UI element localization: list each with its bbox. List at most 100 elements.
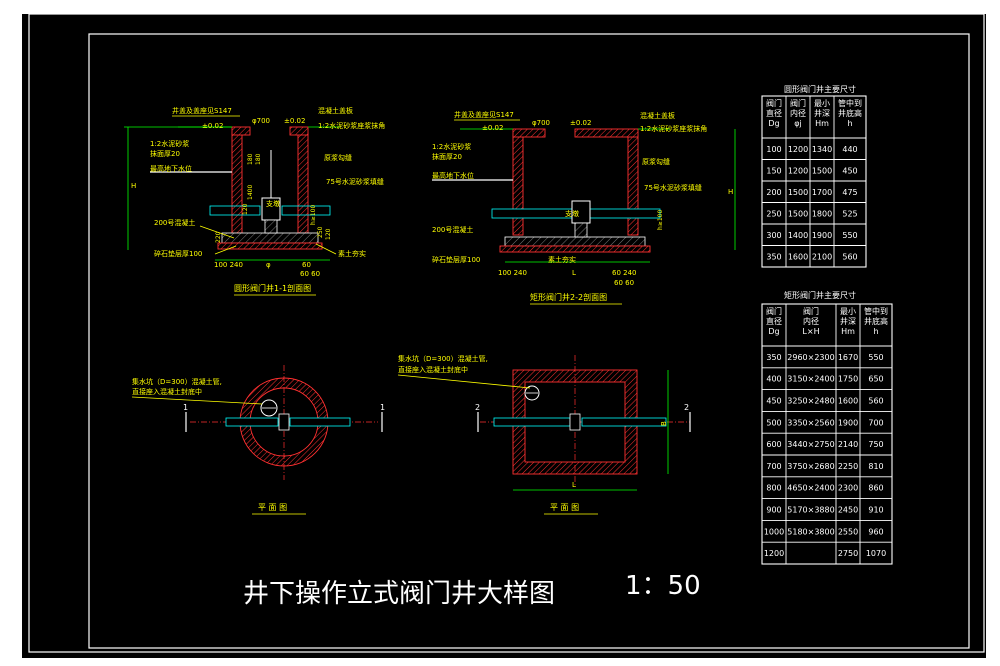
pipe-2-left bbox=[491, 208, 573, 219]
table-rect-cell: 3750×2680 bbox=[787, 462, 834, 471]
label-mortar-seat: 1:2水泥砂浆座浆抹角 bbox=[318, 121, 385, 130]
section-mark-right-2: 2 bbox=[684, 403, 689, 412]
table-rect-header: 井底高 bbox=[864, 316, 888, 326]
dim-120b: 120 bbox=[325, 228, 332, 240]
caption-section-1: 圆形阀门井1-1剖面图 bbox=[234, 283, 311, 293]
drawing-scale: 1：50 bbox=[625, 571, 701, 601]
label-support-2: 支墩 bbox=[565, 209, 579, 218]
label-joint-2: 原浆勾缝 bbox=[642, 157, 670, 166]
plan1-note1: 集水坑（D=300）混凝土管, bbox=[132, 377, 222, 386]
table-round-header: 内径 bbox=[790, 108, 806, 118]
table-round-cell: 100 bbox=[766, 145, 781, 154]
label-plaster-2: 1:2水泥砂浆 bbox=[432, 142, 471, 151]
table-rect-cell: 810 bbox=[868, 462, 883, 471]
support-pier-2 bbox=[574, 222, 588, 238]
plan2-dim-L: L bbox=[572, 481, 576, 489]
table-rect-title: 矩形阀门井主要尺寸 bbox=[784, 290, 856, 300]
plan-round: 1 1 集水坑（D=300）混凝土管, 直接座入混凝土封底中 平 面 图 bbox=[131, 365, 385, 515]
cover-slab-2-right bbox=[574, 128, 639, 138]
label-dia-2: φ700 bbox=[532, 119, 550, 127]
label-fill-2: 素土夯实 bbox=[548, 255, 576, 264]
table-rect-cell: 600 bbox=[766, 440, 781, 449]
table-rect-header: 阀门 bbox=[766, 306, 782, 316]
table-round-title: 圆形阀门井主要尺寸 bbox=[784, 84, 856, 94]
table-rect-cell: 1900 bbox=[838, 418, 858, 427]
dim-h-2: H bbox=[728, 188, 733, 196]
table-round-cell: 550 bbox=[842, 231, 857, 240]
caption-plan-2: 平 面 图 bbox=[550, 503, 579, 512]
section-1-1: H 180 180 1400 120 220 250 120 h≥100 100… bbox=[124, 106, 385, 296]
plan2-valve bbox=[569, 413, 581, 431]
table-rect-cell: 2450 bbox=[838, 506, 858, 515]
table-rect-cell: 560 bbox=[868, 397, 883, 406]
plan1-note2: 直接座入混凝土封底中 bbox=[132, 387, 202, 396]
table-round-header: 直径 bbox=[766, 108, 782, 118]
table-round-cell: 450 bbox=[842, 166, 857, 175]
dim-120: 120 bbox=[242, 203, 249, 215]
dim-hw-2: h≥100 bbox=[657, 210, 664, 230]
plan2-note1: 集水坑（D=300）混凝土管, bbox=[398, 354, 488, 363]
dim-1400: 1400 bbox=[247, 185, 254, 200]
table-round-header: φj bbox=[794, 119, 802, 128]
label-support: 支墩 bbox=[266, 199, 280, 208]
table-rect-cell: 960 bbox=[868, 527, 883, 536]
gravel-bed-2 bbox=[499, 245, 651, 253]
table-rect-cell: 2140 bbox=[838, 440, 858, 449]
table-rect-header: Hm bbox=[841, 327, 855, 336]
base-slab-2 bbox=[504, 236, 646, 247]
table-rect-cell: 750 bbox=[868, 440, 883, 449]
table-round-header: Hm bbox=[815, 119, 829, 128]
left-wall bbox=[231, 132, 243, 234]
table-rect-cell: 5180×3800 bbox=[787, 527, 834, 536]
table-round-header: 井深 bbox=[814, 108, 830, 118]
table-rect-cell: 800 bbox=[766, 484, 781, 493]
plan2-dim-B: B bbox=[660, 421, 668, 426]
table-round-cell: 1900 bbox=[812, 231, 832, 240]
dim-220: 220 bbox=[215, 231, 222, 243]
table-rect-cell: 700 bbox=[766, 462, 781, 471]
plan2-pipe-right bbox=[581, 417, 667, 427]
table-rect-cell: 550 bbox=[868, 353, 883, 362]
table-rect-cell: 1600 bbox=[838, 397, 858, 406]
cover-slab-2-left bbox=[512, 128, 546, 138]
label-gravel-2: 碎石垫层厚100 bbox=[432, 255, 480, 264]
table-rect-cell: 4650×2400 bbox=[787, 484, 834, 493]
table-round-header: 阀门 bbox=[766, 98, 782, 108]
plan2-note2: 直接座入混凝土封底中 bbox=[398, 365, 468, 374]
dim-6060: 60 60 bbox=[300, 270, 320, 278]
table-rect-cell: 1070 bbox=[866, 549, 886, 558]
dim-L-2: L bbox=[572, 269, 576, 277]
table-rect-cell: 910 bbox=[868, 506, 883, 515]
table-rect-header: 内径 bbox=[803, 316, 819, 326]
table-rect-cell: 900 bbox=[766, 506, 781, 515]
table-round-cell: 150 bbox=[766, 166, 781, 175]
table-rect-cell: 3150×2400 bbox=[787, 375, 834, 384]
table-round-cell: 525 bbox=[842, 209, 857, 218]
table-round-header: 井底高 bbox=[838, 108, 862, 118]
label-plaster2: 抹面厚20 bbox=[150, 149, 180, 158]
label-concrete-2: 200号混凝土 bbox=[432, 225, 473, 234]
table-round-cell: 1340 bbox=[812, 145, 832, 154]
label-fill: 素土夯实 bbox=[338, 249, 366, 258]
dim-bottom: 100 240 bbox=[214, 261, 243, 269]
table-round-cell: 1500 bbox=[788, 188, 808, 197]
table-rect-cell: 450 bbox=[766, 397, 781, 406]
table-rect-cell: 5170×3880 bbox=[787, 506, 834, 515]
table-round-header: Dg bbox=[768, 119, 779, 128]
cover-slab-left bbox=[231, 126, 251, 136]
table-round-cell: 1600 bbox=[788, 252, 808, 261]
label-dia: φ700 bbox=[252, 117, 270, 125]
table-round-cell: 475 bbox=[842, 188, 857, 197]
table-rect-cell: 2750 bbox=[838, 549, 858, 558]
table-round-cell: 1800 bbox=[812, 209, 832, 218]
sheet-area bbox=[22, 14, 986, 658]
label-cover: 井盖及盖座见S147 bbox=[172, 106, 232, 115]
table-rect-cell: 350 bbox=[766, 353, 781, 362]
plan-pipe-left bbox=[225, 417, 279, 427]
caption-plan-1: 平 面 图 bbox=[258, 503, 287, 512]
section-mark-left: 1 bbox=[183, 403, 188, 412]
label-masonry-2: 75号水泥砂浆填缝 bbox=[644, 183, 702, 192]
dim-hw: h≥100 bbox=[310, 205, 317, 225]
table-rect-header: 管中到 bbox=[864, 306, 888, 316]
cover-slab-right bbox=[289, 126, 309, 136]
